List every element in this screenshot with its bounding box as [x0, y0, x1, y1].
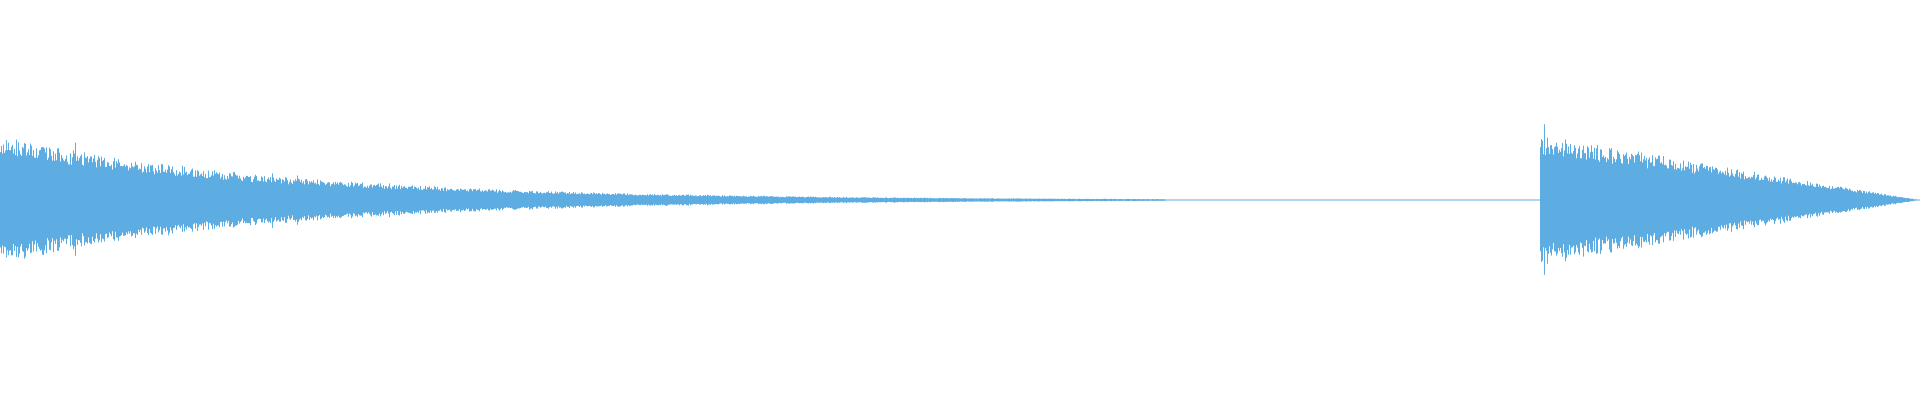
- waveform-burst-1: [0, 139, 1165, 259]
